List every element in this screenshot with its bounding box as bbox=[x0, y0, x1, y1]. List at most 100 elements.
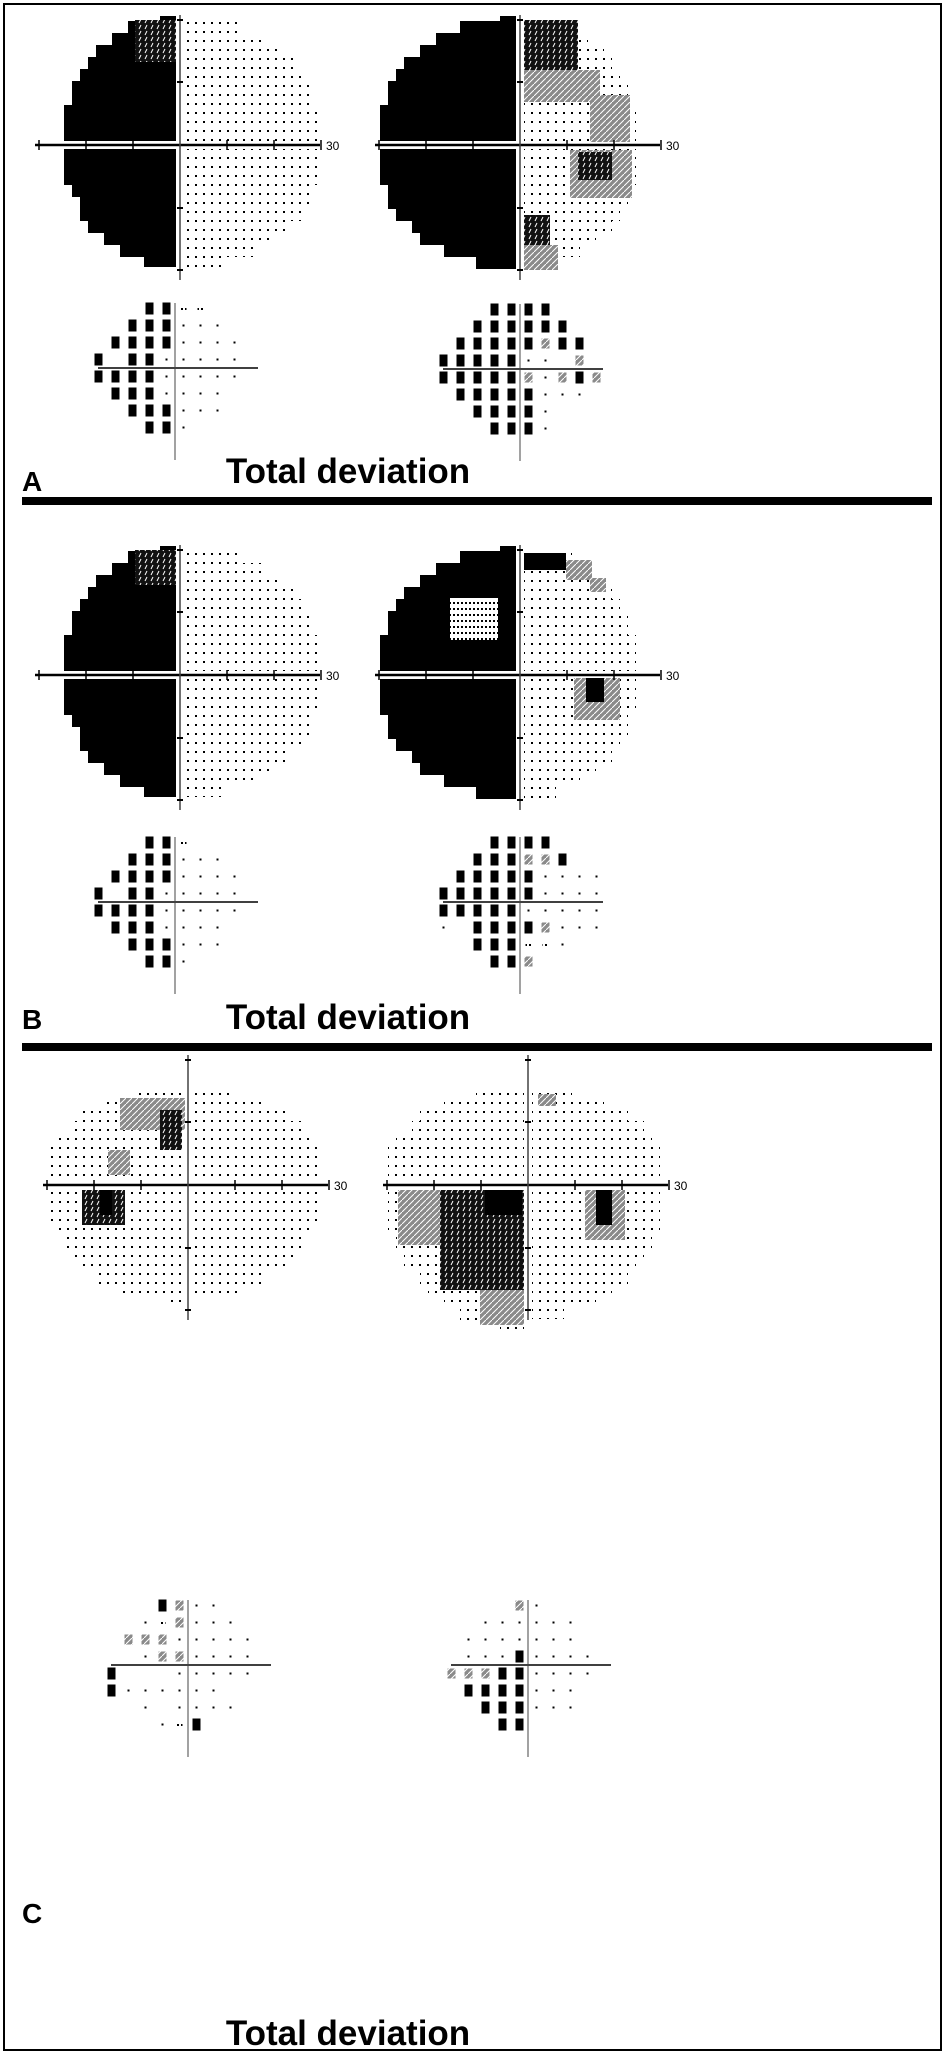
field-quadrant bbox=[184, 546, 320, 671]
td-symbol-black bbox=[490, 405, 499, 418]
td-symbol-black bbox=[145, 870, 154, 883]
panel-c-title: Total deviation bbox=[225, 2014, 471, 2053]
panel-b-right-td bbox=[439, 836, 603, 994]
td-symbol-dot bbox=[212, 1655, 215, 1658]
td-symbol-black bbox=[524, 303, 533, 316]
td-symbol-dot bbox=[182, 858, 185, 861]
td-symbol-dot bbox=[569, 1672, 572, 1675]
td-symbol-dot bbox=[535, 1672, 538, 1675]
td-symbol-black bbox=[490, 422, 499, 435]
td-symbol-dot bbox=[199, 858, 202, 861]
td-symbol-black bbox=[439, 354, 448, 367]
td-symbol-black bbox=[541, 320, 550, 333]
td-symbol-dot bbox=[484, 1655, 487, 1658]
td-symbol-dot bbox=[578, 909, 581, 912]
td-symbol-dot bbox=[501, 1655, 504, 1658]
td-symbol-dot bbox=[544, 875, 547, 878]
td-symbol-black bbox=[507, 921, 516, 934]
td-symbol-dot bbox=[552, 1655, 555, 1658]
td-symbol-dot bbox=[216, 943, 219, 946]
td-symbol-dots bbox=[542, 941, 549, 948]
td-symbol-dot bbox=[182, 324, 185, 327]
panel-separator bbox=[22, 1043, 932, 1051]
td-symbol-black bbox=[162, 319, 171, 332]
axis-label-30: 30 bbox=[666, 139, 680, 153]
td-symbol-dot bbox=[212, 1689, 215, 1692]
td-symbol-dot bbox=[561, 909, 564, 912]
td-symbol-dots bbox=[180, 305, 187, 312]
td-symbol-black bbox=[128, 938, 137, 951]
td-symbol-dot bbox=[246, 1672, 249, 1675]
td-symbol-dot bbox=[199, 409, 202, 412]
td-symbol-dot bbox=[199, 875, 202, 878]
panel-c-left-grayscale: 30 bbox=[43, 1055, 348, 1320]
td-symbol-dot bbox=[199, 943, 202, 946]
td-symbol-black bbox=[439, 371, 448, 384]
td-symbol-hatch bbox=[141, 1634, 150, 1645]
td-symbol-black bbox=[456, 870, 465, 883]
td-symbol-dot bbox=[535, 1621, 538, 1624]
defect-patch bbox=[480, 1290, 524, 1325]
td-symbol-dot bbox=[178, 1689, 181, 1692]
defect-patch bbox=[538, 1094, 556, 1106]
td-symbol-dot bbox=[229, 1706, 232, 1709]
td-symbol-hatch bbox=[175, 1600, 184, 1611]
field-quadrant bbox=[64, 149, 176, 267]
td-symbol-black bbox=[490, 836, 499, 849]
td-symbol-black bbox=[94, 353, 103, 366]
td-symbol-black bbox=[456, 904, 465, 917]
field-quadrant bbox=[64, 679, 176, 797]
td-symbol-dot bbox=[182, 943, 185, 946]
panel-label-a: A bbox=[22, 466, 43, 497]
td-symbol-dot bbox=[212, 1706, 215, 1709]
field-quadrant bbox=[380, 16, 516, 141]
td-symbol-dot bbox=[246, 1655, 249, 1658]
td-symbol-dot bbox=[552, 1689, 555, 1692]
td-symbol-black bbox=[507, 870, 516, 883]
td-symbol-dot bbox=[182, 875, 185, 878]
td-symbol-black bbox=[490, 853, 499, 866]
td-symbol-dot bbox=[216, 409, 219, 412]
td-symbol-black bbox=[490, 921, 499, 934]
td-symbol-black bbox=[145, 921, 154, 934]
td-symbol-dot bbox=[569, 1706, 572, 1709]
panel-a-right-td bbox=[439, 303, 603, 461]
td-symbol-black bbox=[524, 422, 533, 435]
td-symbol-black bbox=[498, 1684, 507, 1697]
td-symbol-black bbox=[456, 887, 465, 900]
td-symbol-black bbox=[94, 904, 103, 917]
td-symbol-black bbox=[515, 1701, 524, 1714]
td-symbol-dot bbox=[544, 909, 547, 912]
td-symbol-dot bbox=[518, 1638, 521, 1641]
td-symbol-dot bbox=[182, 960, 185, 963]
td-symbol-black bbox=[490, 371, 499, 384]
td-symbol-dot bbox=[199, 926, 202, 929]
td-symbol-black bbox=[490, 904, 499, 917]
axis-label-30: 30 bbox=[326, 139, 340, 153]
td-symbol-black bbox=[507, 388, 516, 401]
td-symbol-black bbox=[158, 1599, 167, 1612]
td-symbol-dot bbox=[544, 359, 547, 362]
td-symbol-dot bbox=[484, 1621, 487, 1624]
td-symbol-black bbox=[473, 887, 482, 900]
td-symbol-black bbox=[507, 955, 516, 968]
td-symbol-dot bbox=[535, 1689, 538, 1692]
td-symbol-dot bbox=[216, 358, 219, 361]
td-symbol-dot bbox=[561, 943, 564, 946]
td-symbol-dot bbox=[552, 1672, 555, 1675]
td-symbol-black bbox=[145, 353, 154, 366]
td-symbol-dot bbox=[586, 1672, 589, 1675]
axis-label-30: 30 bbox=[666, 669, 680, 683]
td-symbol-black bbox=[111, 921, 120, 934]
td-symbol-dot bbox=[586, 1655, 589, 1658]
td-symbol-dot bbox=[199, 341, 202, 344]
td-symbol-black bbox=[145, 319, 154, 332]
td-symbol-black bbox=[507, 853, 516, 866]
td-symbol-black bbox=[473, 320, 482, 333]
td-symbol-black bbox=[473, 853, 482, 866]
td-symbol-black bbox=[107, 1684, 116, 1697]
td-symbol-dot bbox=[527, 909, 530, 912]
td-symbol-hatch bbox=[558, 372, 567, 383]
td-symbol-dot bbox=[467, 1655, 470, 1658]
td-symbol-dot bbox=[182, 409, 185, 412]
